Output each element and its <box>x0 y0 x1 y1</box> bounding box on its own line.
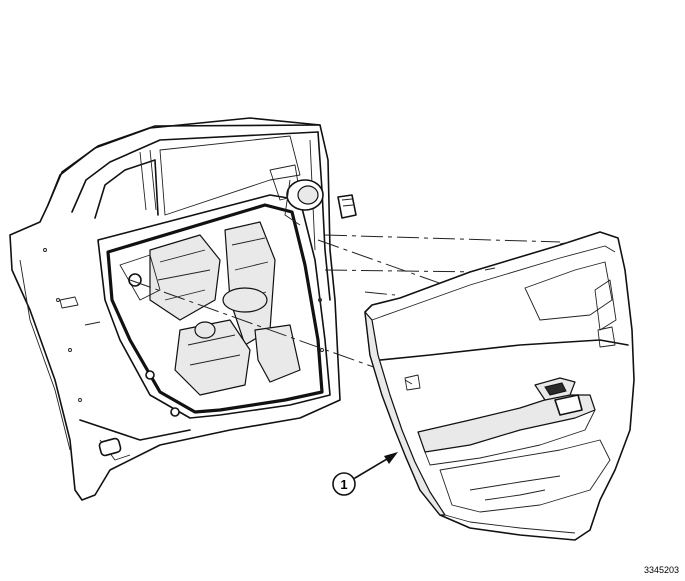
figure-id: 3345203 <box>643 565 679 575</box>
callout-label: 1 <box>340 477 347 492</box>
door-shell <box>9 117 357 501</box>
callout-1: 1 <box>332 452 398 496</box>
door-trim-panel <box>364 231 635 541</box>
